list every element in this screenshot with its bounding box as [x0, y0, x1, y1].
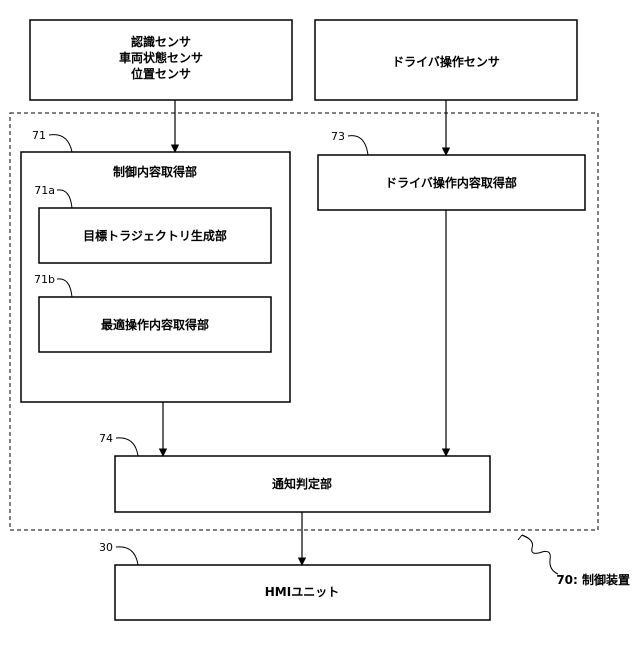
driver-op-block: ドライバ操作内容取得部	[318, 155, 585, 210]
control-content-label: 制御内容取得部	[113, 164, 197, 179]
ref-74-label: 74	[99, 432, 113, 445]
driver-op-label: ドライバ操作内容取得部	[385, 175, 517, 190]
ref-71b-label: 71b	[34, 273, 55, 286]
ref-71: 71	[32, 129, 72, 152]
trajectory-block: 目標トラジェクトリ生成部	[39, 208, 271, 263]
ref-74: 74	[99, 432, 138, 456]
hmi-label: HMIユニット	[265, 585, 339, 599]
sensor-line-2: 車両状態センサ	[119, 50, 203, 65]
sensors-block: 認識センサ 車両状態センサ 位置センサ	[30, 20, 292, 100]
notification-label: 通知判定部	[272, 476, 332, 491]
notification-block: 通知判定部	[115, 456, 490, 512]
hmi-block: HMIユニット	[115, 565, 490, 620]
ref-73-label: 73	[331, 130, 345, 143]
ref-30-label: 30	[99, 541, 113, 554]
control-device-label: 70: 制御装置	[556, 572, 630, 587]
sensor-line-1: 認識センサ	[131, 34, 191, 49]
ref-73: 73	[331, 130, 368, 155]
optimal-op-label: 最適操作内容取得部	[101, 317, 209, 332]
ref-30: 30	[99, 541, 138, 565]
ref-71-label: 71	[32, 129, 46, 142]
optimal-op-block: 最適操作内容取得部	[39, 297, 271, 352]
control-device-label-group: 70: 制御装置	[518, 535, 630, 587]
driver-sensor-block: ドライバ操作センサ	[315, 20, 577, 100]
ref-71a-label: 71a	[34, 184, 55, 197]
sensor-line-3: 位置センサ	[131, 66, 191, 81]
trajectory-label: 目標トラジェクトリ生成部	[83, 228, 227, 243]
driver-sensor-label: ドライバ操作センサ	[392, 54, 500, 69]
